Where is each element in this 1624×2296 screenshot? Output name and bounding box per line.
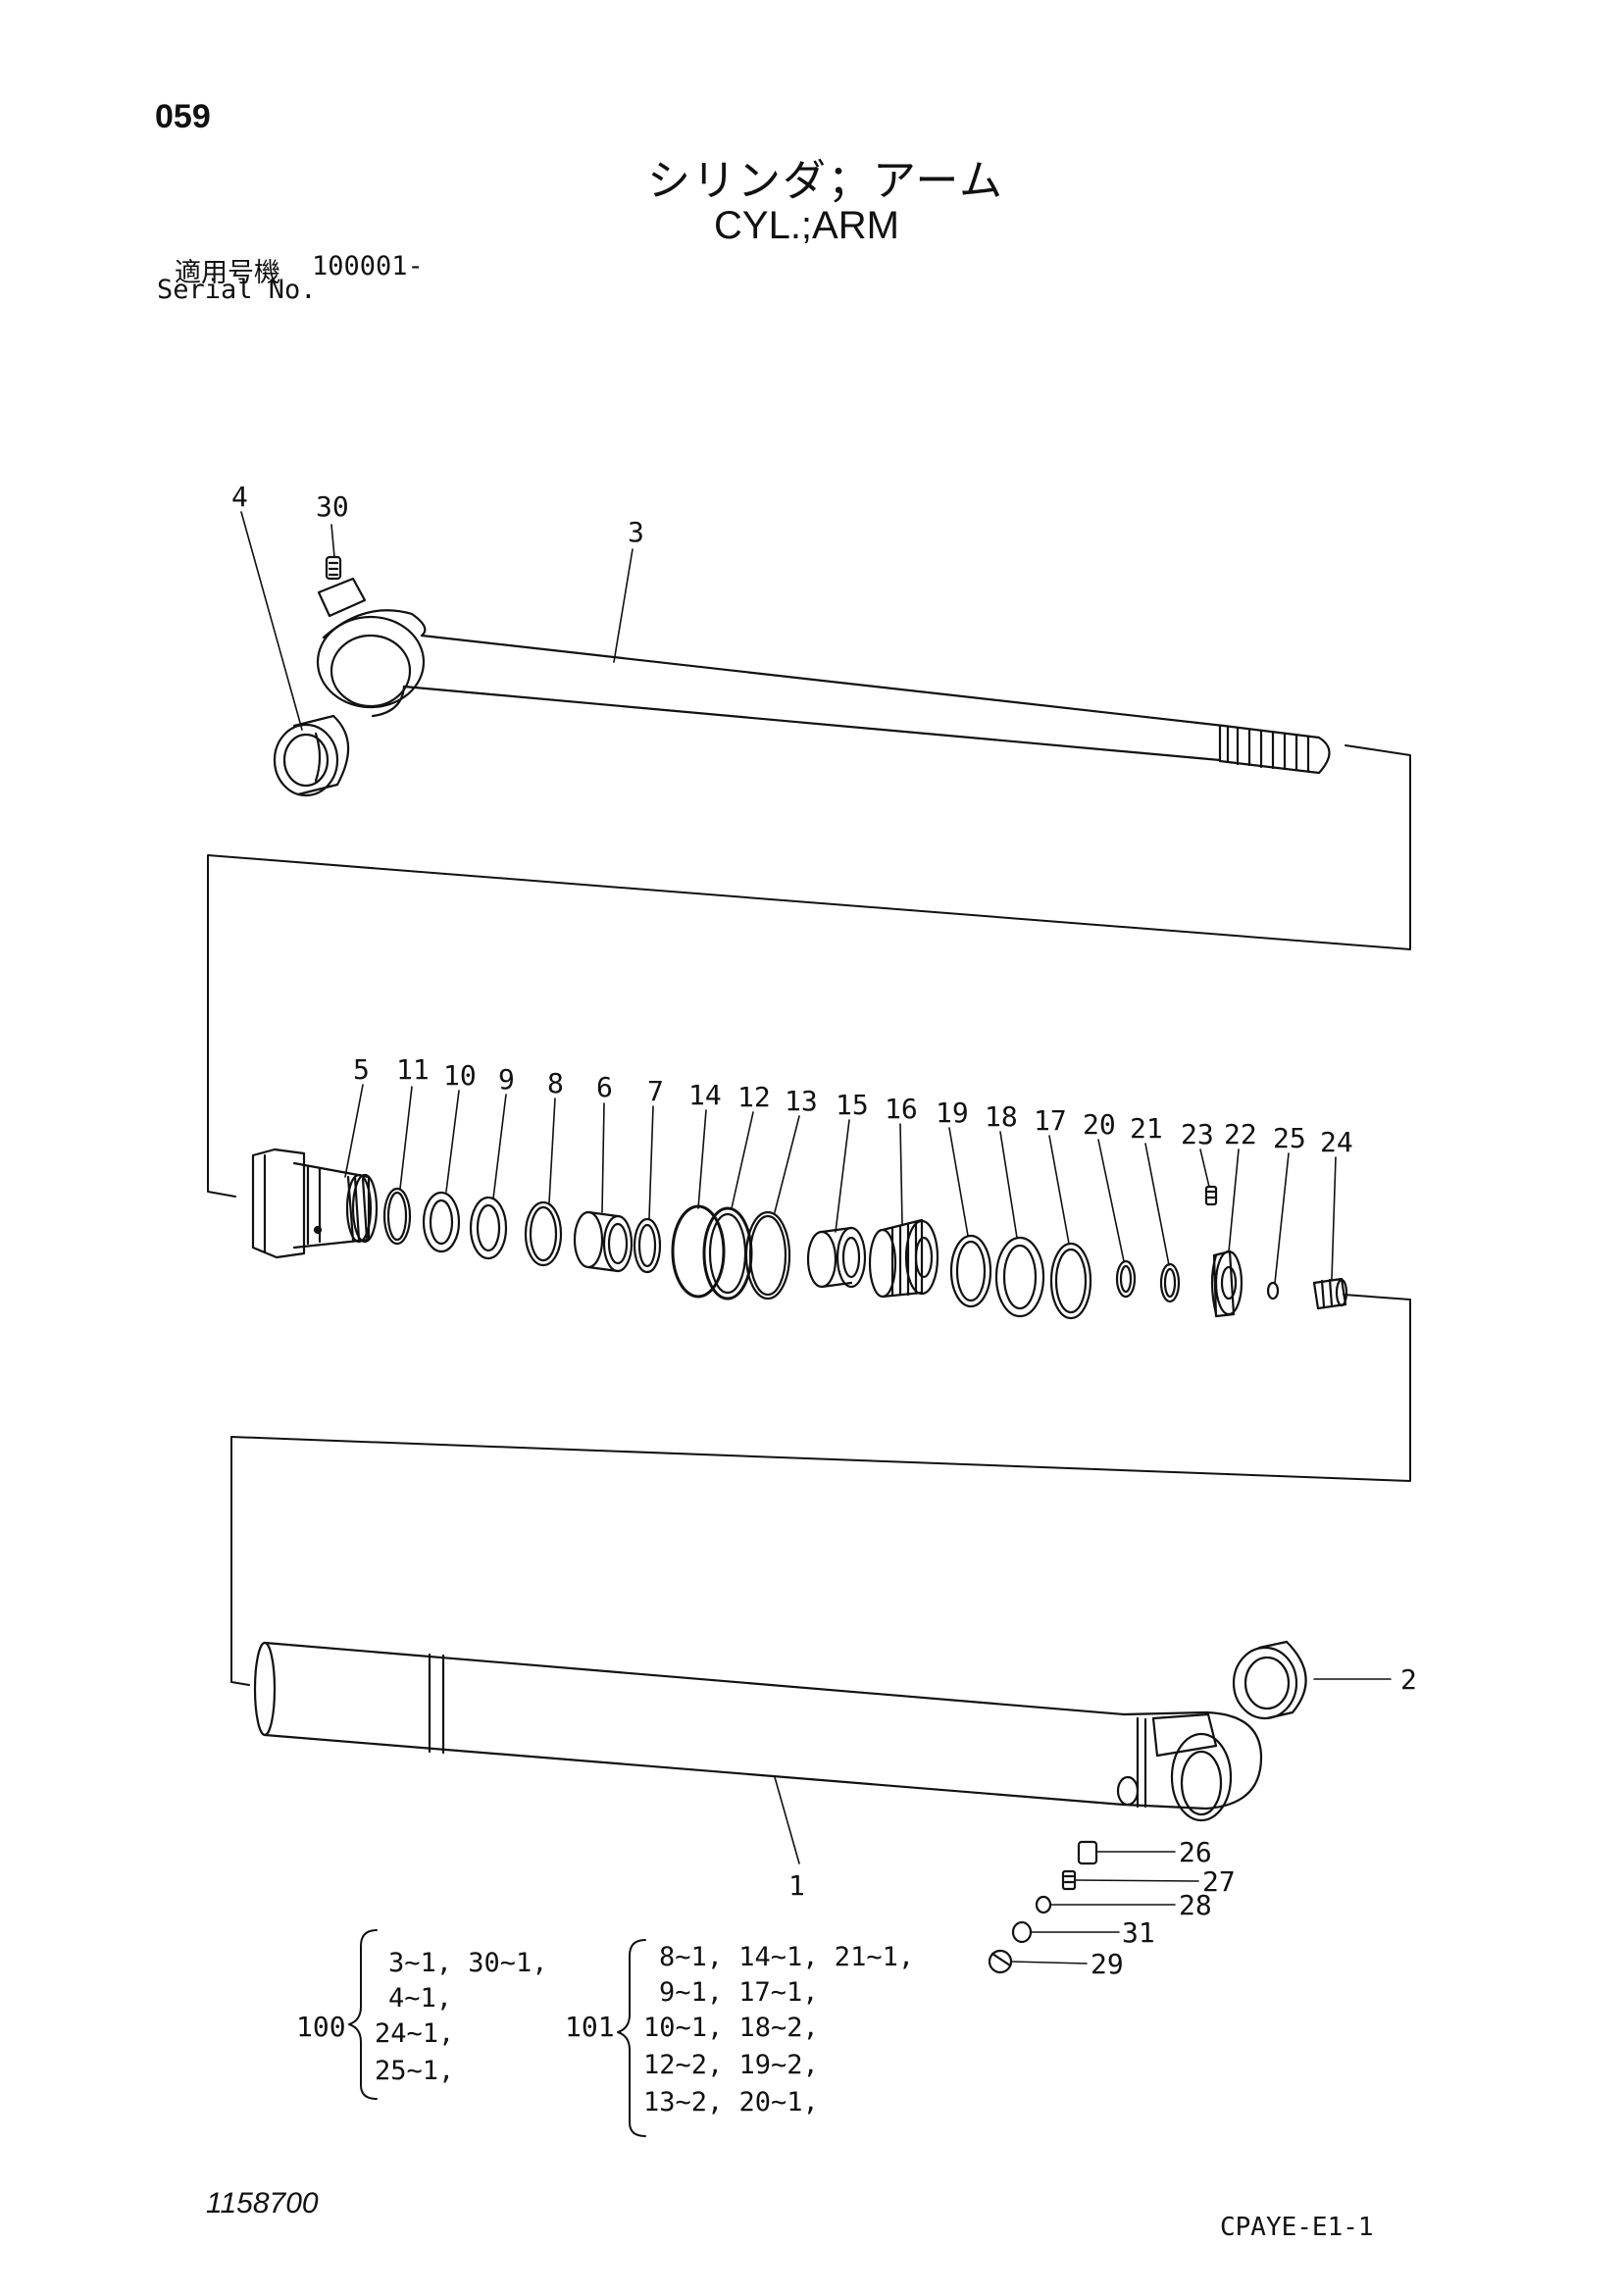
ring-18 [994, 1236, 1045, 1318]
callout-18: 18 [985, 1100, 1018, 1133]
ball-28 [1035, 1895, 1052, 1914]
serial-label-english: Serial No. [157, 275, 317, 305]
callout-numbers: 1 2 3 4 5 6 7 8 9 10 11 12 13 14 15 16 1… [231, 481, 1417, 1980]
ring-17 [1049, 1242, 1092, 1320]
callout-23: 23 [1181, 1118, 1214, 1150]
ring-8 [524, 1200, 563, 1267]
ring-7 [633, 1217, 662, 1274]
callout-5: 5 [353, 1053, 370, 1086]
set-100-line-3: 24~1, [375, 2018, 455, 2049]
callout-11: 11 [396, 1053, 430, 1086]
set-braces [348, 1929, 646, 2137]
callout-28: 28 [1179, 1889, 1212, 1921]
set-101-id: 101 [565, 2011, 615, 2043]
callout-7: 7 [647, 1075, 664, 1107]
bushing-6 [573, 1210, 634, 1273]
callout-30: 30 [316, 490, 349, 523]
plug-24 [1312, 1277, 1348, 1310]
serial-value: 100001- [312, 251, 424, 281]
cap-29 [988, 1949, 1013, 1974]
serial-label-japanese: 適用号機 [175, 258, 280, 288]
callout-17: 17 [1034, 1104, 1067, 1137]
spacer-15 [806, 1226, 867, 1289]
piston-16 [868, 1218, 939, 1299]
document-number: 1158700 [206, 2187, 319, 2219]
catalog-code: CPAYE-E1-1 [1220, 2213, 1374, 2242]
callout-8: 8 [547, 1067, 564, 1099]
set-100-line-4: 25~1, [375, 2056, 455, 2086]
callout-12: 12 [737, 1081, 771, 1113]
callout-9: 9 [498, 1063, 515, 1096]
callout-22: 22 [1224, 1118, 1257, 1150]
callout-16: 16 [885, 1093, 918, 1125]
callout-10: 10 [443, 1059, 477, 1092]
set-100-line-1: 3~1, 30~1, [388, 1948, 548, 1978]
nut-22 [1210, 1250, 1243, 1318]
callout-6: 6 [596, 1071, 613, 1103]
set-101-line-2: 9~1, 17~1, [659, 1977, 819, 2008]
set-101-line-4: 12~2, 19~2, [643, 2050, 819, 2080]
ring-10 [422, 1191, 461, 1253]
set-101-line-3: 10~1, 18~2, [643, 2013, 819, 2043]
ring-11 [382, 1187, 412, 1246]
ball-25 [1266, 1281, 1280, 1301]
callout-21: 21 [1130, 1112, 1163, 1145]
callout-13: 13 [785, 1085, 818, 1117]
callout-20: 20 [1083, 1108, 1116, 1141]
callout-1: 1 [788, 1869, 805, 1902]
callout-4: 4 [231, 481, 248, 513]
callout-15: 15 [836, 1089, 869, 1121]
ball-31 [1011, 1920, 1033, 1944]
ring-21 [1159, 1262, 1181, 1303]
callout-25: 25 [1273, 1122, 1306, 1154]
bushing-4 [273, 714, 350, 797]
callout-26: 26 [1179, 1836, 1212, 1868]
callout-24: 24 [1320, 1126, 1353, 1158]
set-100-line-2: 4~1, [388, 1983, 453, 2014]
ring-9 [469, 1196, 508, 1260]
set-100-id: 100 [296, 2011, 346, 2043]
connector-lines [207, 744, 1411, 1686]
fitting-27 [1061, 1869, 1077, 1891]
callout-29: 29 [1091, 1948, 1124, 1980]
set-101-line-1: 8~1, 14~1, 21~1, [659, 1942, 915, 1972]
cylinder-head-5 [251, 1148, 379, 1259]
page-number: 059 [155, 98, 211, 135]
ring-19 [949, 1234, 992, 1308]
callout-14: 14 [688, 1079, 722, 1111]
callout-31: 31 [1122, 1916, 1155, 1949]
callout-19: 19 [936, 1097, 969, 1129]
bushing-2 [1232, 1640, 1307, 1720]
fitting-26 [1077, 1840, 1098, 1865]
title-english: CYL.;ARM [714, 204, 899, 247]
callout-27: 27 [1202, 1865, 1236, 1898]
title-japanese: シリンダ；アーム [647, 156, 1005, 206]
callout-2: 2 [1400, 1663, 1417, 1696]
cylinder-tube [253, 1641, 1263, 1822]
ring-13 [744, 1210, 791, 1301]
piston-rod [316, 555, 1331, 775]
set-101-line-5: 13~2, 20~1, [643, 2087, 819, 2117]
ring-12 [702, 1206, 753, 1301]
ring-20 [1115, 1259, 1137, 1299]
leader-lines [240, 511, 1392, 1964]
callout-3: 3 [628, 516, 644, 548]
set-screw-23 [1204, 1185, 1218, 1206]
